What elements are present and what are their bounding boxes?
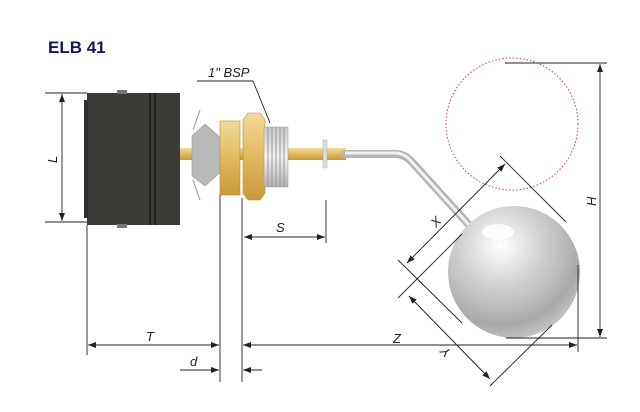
label-S: S (276, 220, 285, 235)
dimension-Y (408, 295, 491, 380)
float-ball (448, 206, 580, 338)
lock-nut (219, 120, 241, 196)
label-T: T (146, 329, 155, 344)
thread-label: 1" BSP (208, 65, 250, 80)
label-X: X (427, 212, 445, 230)
label-Y: Y (436, 343, 454, 361)
label-L: L (45, 156, 60, 163)
label-d: d (190, 354, 198, 369)
switch-housing (87, 93, 180, 225)
dimension-X (406, 163, 506, 264)
label-Z: Z (392, 331, 402, 346)
float-upper-position (445, 57, 579, 191)
product-title: ELB 41 (48, 38, 106, 57)
washer (322, 139, 328, 169)
label-H: H (584, 196, 599, 206)
steel-rod (341, 150, 474, 230)
hex-nut (242, 112, 266, 201)
